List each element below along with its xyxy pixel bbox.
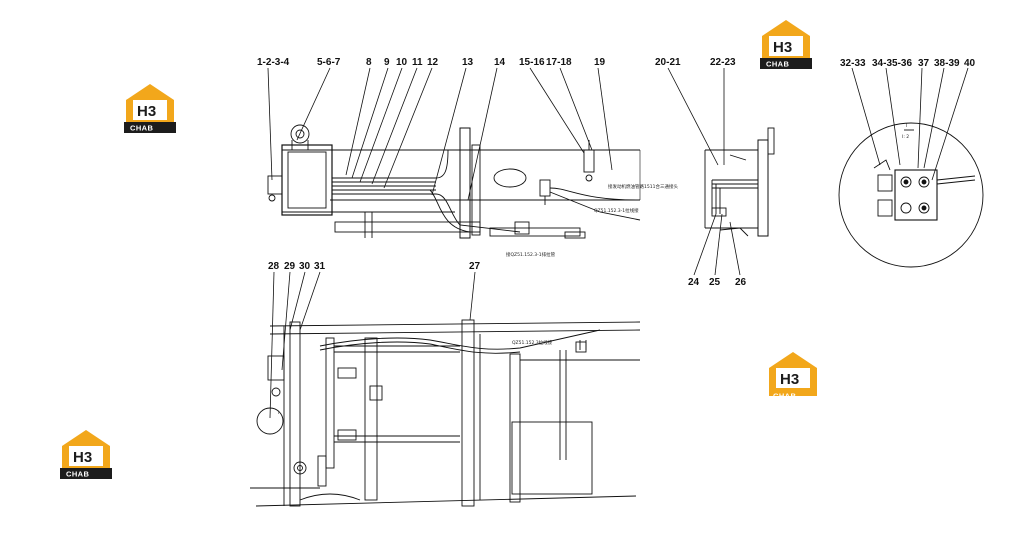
detail-circle — [838, 122, 984, 268]
callout-27: 27 — [469, 261, 481, 272]
svg-text:H3: H3 — [137, 103, 156, 120]
callout-8: 8 — [366, 57, 372, 68]
callout-26: 26 — [735, 277, 747, 288]
callout-19: 19 — [594, 57, 606, 68]
callout-25: 25 — [709, 277, 721, 288]
detail-marker-circle — [256, 407, 284, 435]
callout-28: 28 — [268, 261, 280, 272]
lower-plan-view — [250, 319, 641, 507]
note-top-c: 接QZ51.152.3-1排拉管 — [506, 251, 556, 258]
callout-24: 24 — [688, 277, 700, 288]
callout-11: 11 — [412, 57, 423, 68]
svg-text:CHAB: CHAB — [773, 392, 796, 401]
detail-scale: I: 2 — [902, 134, 909, 140]
callout-17-18: 17-18 — [546, 57, 572, 68]
callout-40: 40 — [964, 58, 976, 69]
svg-text:CHAB: CHAB — [66, 470, 89, 479]
svg-text:H3: H3 — [73, 449, 92, 466]
callout-12: 12 — [427, 57, 439, 68]
cab-view — [704, 127, 775, 237]
note-top-b: QZ51.152.3-1拉线接 — [594, 207, 639, 214]
svg-text:H3: H3 — [780, 371, 799, 388]
callout-22-23: 22-23 — [710, 57, 736, 68]
note-top-a: 接发动机燃油管路1511合三通接头 — [608, 183, 678, 190]
svg-text:CHAB: CHAB — [130, 124, 153, 133]
top-side-view — [267, 124, 641, 239]
callout-31: 31 — [314, 261, 326, 272]
callout-32-33: 32-33 — [840, 58, 866, 69]
callout-20-21: 20-21 — [655, 57, 681, 68]
svg-text:CHAB: CHAB — [766, 60, 789, 69]
callout-34-35-36: 34-35-36 — [872, 58, 912, 69]
detail-marker-label: I — [278, 410, 279, 416]
callout-5-6-7: 5-6-7 — [317, 57, 341, 68]
watermark-logo: H3 CHAB — [60, 430, 112, 479]
callout-30: 30 — [299, 261, 311, 272]
callouts-lower: 28 29 30 31 27 — [268, 261, 481, 272]
callout-29: 29 — [284, 261, 296, 272]
callout-38-39: 38-39 — [934, 58, 960, 69]
detail-label: I — [906, 123, 907, 129]
callouts-top: 1-2-3-4 5-6-7 8 9 10 11 12 13 14 15-16 1… — [257, 57, 736, 68]
callout-13: 13 — [462, 57, 474, 68]
watermark-logo: H3 CHAB — [124, 84, 176, 133]
watermark-logo: H3 CHAB — [760, 20, 812, 69]
watermark-logo: CHAB H3 — [769, 352, 817, 401]
detail-view-i — [838, 122, 984, 268]
svg-text:H3: H3 — [773, 39, 792, 56]
callout-37: 37 — [918, 58, 930, 69]
callout-10: 10 — [396, 57, 408, 68]
leader-lines — [267, 67, 969, 419]
callout-15-16: 15-16 — [519, 57, 545, 68]
callout-1-2-3-4: 1-2-3-4 — [257, 57, 290, 68]
callout-9: 9 — [384, 57, 390, 68]
note-lower-a: QZ51.152.3拉线接 — [512, 339, 553, 346]
callout-14: 14 — [494, 57, 506, 68]
callouts-right: 32-33 34-35-36 37 38-39 40 — [840, 58, 976, 69]
callouts-mid: 24 25 26 — [688, 277, 747, 288]
